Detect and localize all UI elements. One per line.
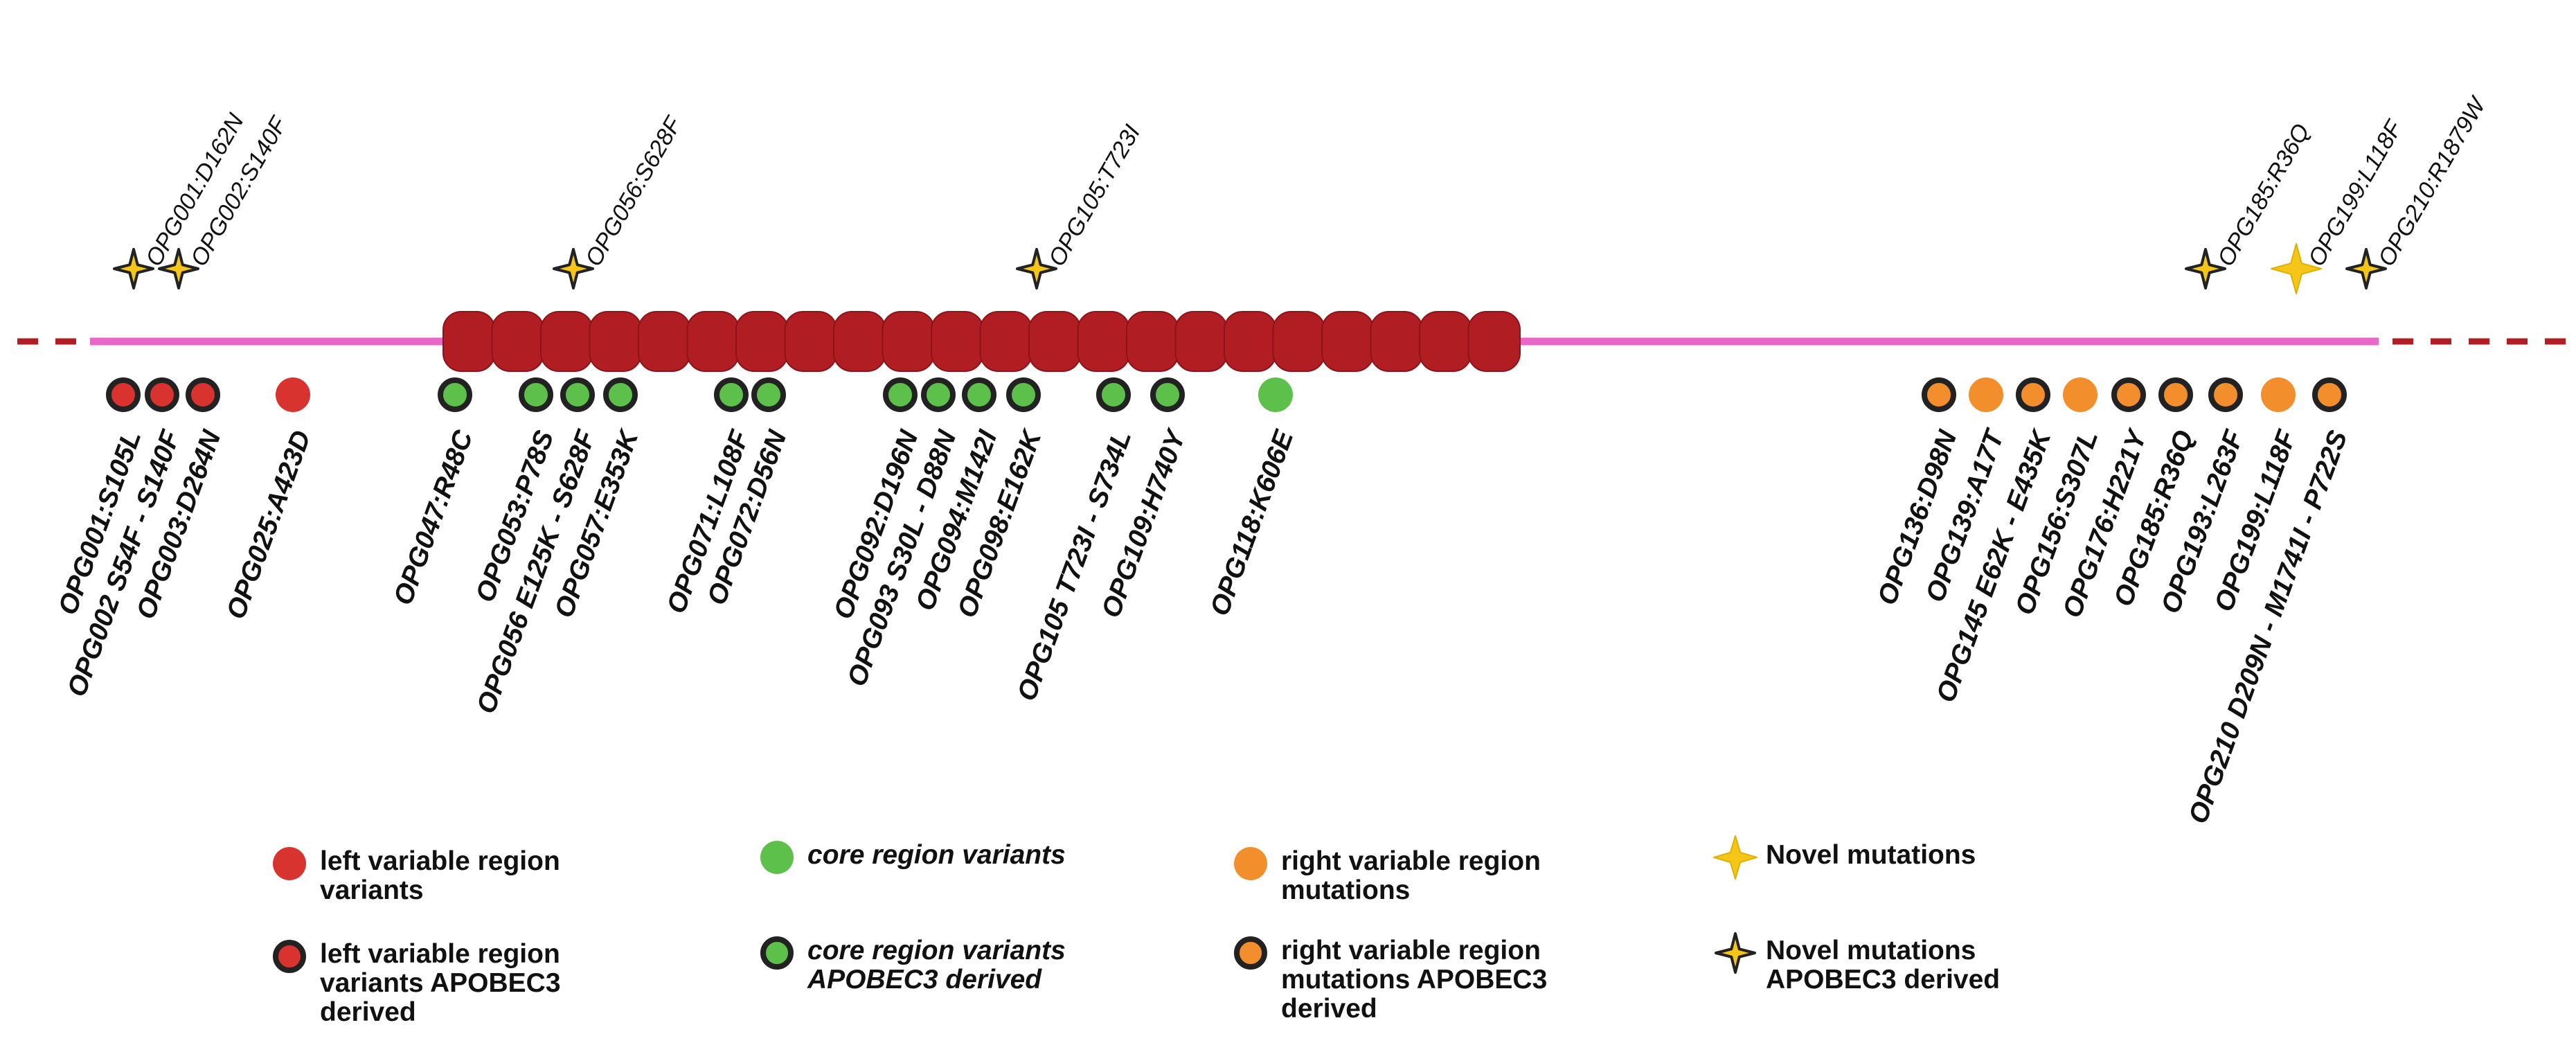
right-variant-marker [2111,377,2146,412]
novel-mutation-stars [113,243,2387,294]
core-region-segment [1077,311,1130,372]
legend-dot [760,936,794,970]
left-variant-marker [106,377,141,412]
right-variant-marker [2063,377,2098,412]
variant-markers [106,377,2347,412]
core-region-blocks [442,311,1521,372]
legend-label: core region variants APOBEC3 derived [807,936,1066,995]
core-region-segment [686,311,740,372]
core-region-segment [1370,311,1423,372]
core-region-segment [833,311,886,372]
left-variant-marker [276,377,310,412]
core-region-segment [931,311,984,372]
legend-label: left variable region variants [320,846,560,905]
core-region-segment [1224,311,1277,372]
right-variant-marker [2016,377,2050,412]
legend-label: right variable region mutations [1281,846,1541,905]
core-variant-marker [962,377,996,412]
core-region-segment [540,311,593,372]
right-variant-marker [2261,377,2296,412]
legend-dot [273,940,306,973]
legend-dot [273,847,306,880]
core-variant-marker [1006,377,1041,412]
core-variant-marker [714,377,749,412]
novel-mutation-star-icon [2271,243,2322,294]
legend-dot [760,841,794,874]
core-variant-marker [921,377,956,412]
legend-star-icon [1713,835,1757,880]
core-variant-marker [603,377,638,412]
novel-mutation-star-icon [1016,248,1057,289]
novel-mutation-star-icon [113,248,154,289]
left-variant-marker [186,377,220,412]
core-region-segment [735,311,789,372]
core-region-segment [1272,311,1325,372]
left-variant-marker [145,377,179,412]
core-variant-marker [751,377,786,412]
core-region-segment [1467,311,1521,372]
core-variant-marker [1096,377,1131,412]
novel-mutation-star-icon [553,248,594,289]
novel-mutation-star-icon [2185,248,2226,289]
core-region-segment [1028,311,1082,372]
core-region-segment [979,311,1032,372]
novel-mutation-star-icon [2345,248,2387,289]
core-variant-marker [560,377,595,412]
novel-mutation-star-icon [158,248,199,289]
legend-label: Novel mutations APOBEC3 derived [1766,936,2001,995]
core-region-segment [1174,311,1228,372]
core-region-segment [882,311,935,372]
legend-dot [1234,936,1267,970]
core-region-segment [589,311,642,372]
right-variant-marker [1969,377,2003,412]
right-variant-marker [2312,377,2347,412]
core-region-segment [1419,311,1472,372]
legend-dot [1234,847,1267,880]
core-region-segment [784,311,837,372]
core-region-segment [442,311,496,372]
core-variant-marker [1150,377,1185,412]
right-variant-marker [1922,377,1956,412]
core-region-segment [638,311,691,372]
core-variant-marker [438,377,472,412]
legend-label: Novel mutations [1766,840,1976,870]
right-variant-marker [2208,377,2243,412]
core-region-segment [491,311,544,372]
legend-star-icon [1715,932,1756,974]
legend-label: left variable region variants APOBEC3 de… [320,939,561,1027]
core-variant-marker [883,377,918,412]
core-variant-marker [519,377,553,412]
core-variant-marker [1258,377,1293,412]
legend-label: right variable region mutations APOBEC3 … [1281,936,1548,1024]
core-region-segment [1126,311,1179,372]
core-region-segment [1321,311,1375,372]
right-variant-marker [2158,377,2193,412]
legend-label: core region variants [807,840,1066,870]
